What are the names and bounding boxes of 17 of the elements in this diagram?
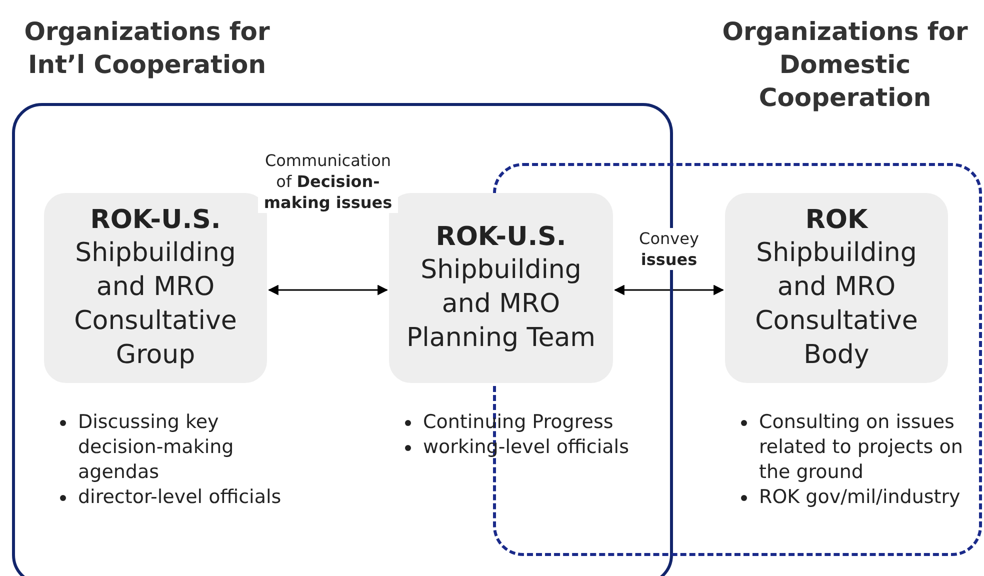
region-title: Organizations for Int’l Cooperation — [23, 16, 271, 81]
bullet-text: director-level officials — [78, 486, 282, 508]
box-text: Shipbuilding and MRO Consultative Body — [754, 237, 919, 372]
bullet-text: Continuing Progress — [423, 411, 614, 433]
bullet-text: ROK gov/mil/industry — [759, 486, 960, 508]
box-text: Shipbuilding and MRO Planning Team — [406, 254, 596, 355]
arrow — [268, 284, 388, 296]
box-heading: ROK-U.S. — [436, 221, 566, 253]
bullet-text: Consulting on issues related to projects on the ground — [759, 411, 963, 483]
process-box — [44, 193, 267, 383]
box-text: Shipbuilding and MRO Consultative Group — [73, 237, 238, 372]
box-heading: ROK-U.S. — [90, 204, 221, 236]
arrow — [614, 284, 724, 296]
region-title: Organizations for Domestic Cooperation — [721, 16, 969, 114]
bullet-text: working-level officials — [423, 436, 629, 458]
box-heading: ROK — [805, 204, 868, 236]
process-box — [725, 193, 948, 383]
